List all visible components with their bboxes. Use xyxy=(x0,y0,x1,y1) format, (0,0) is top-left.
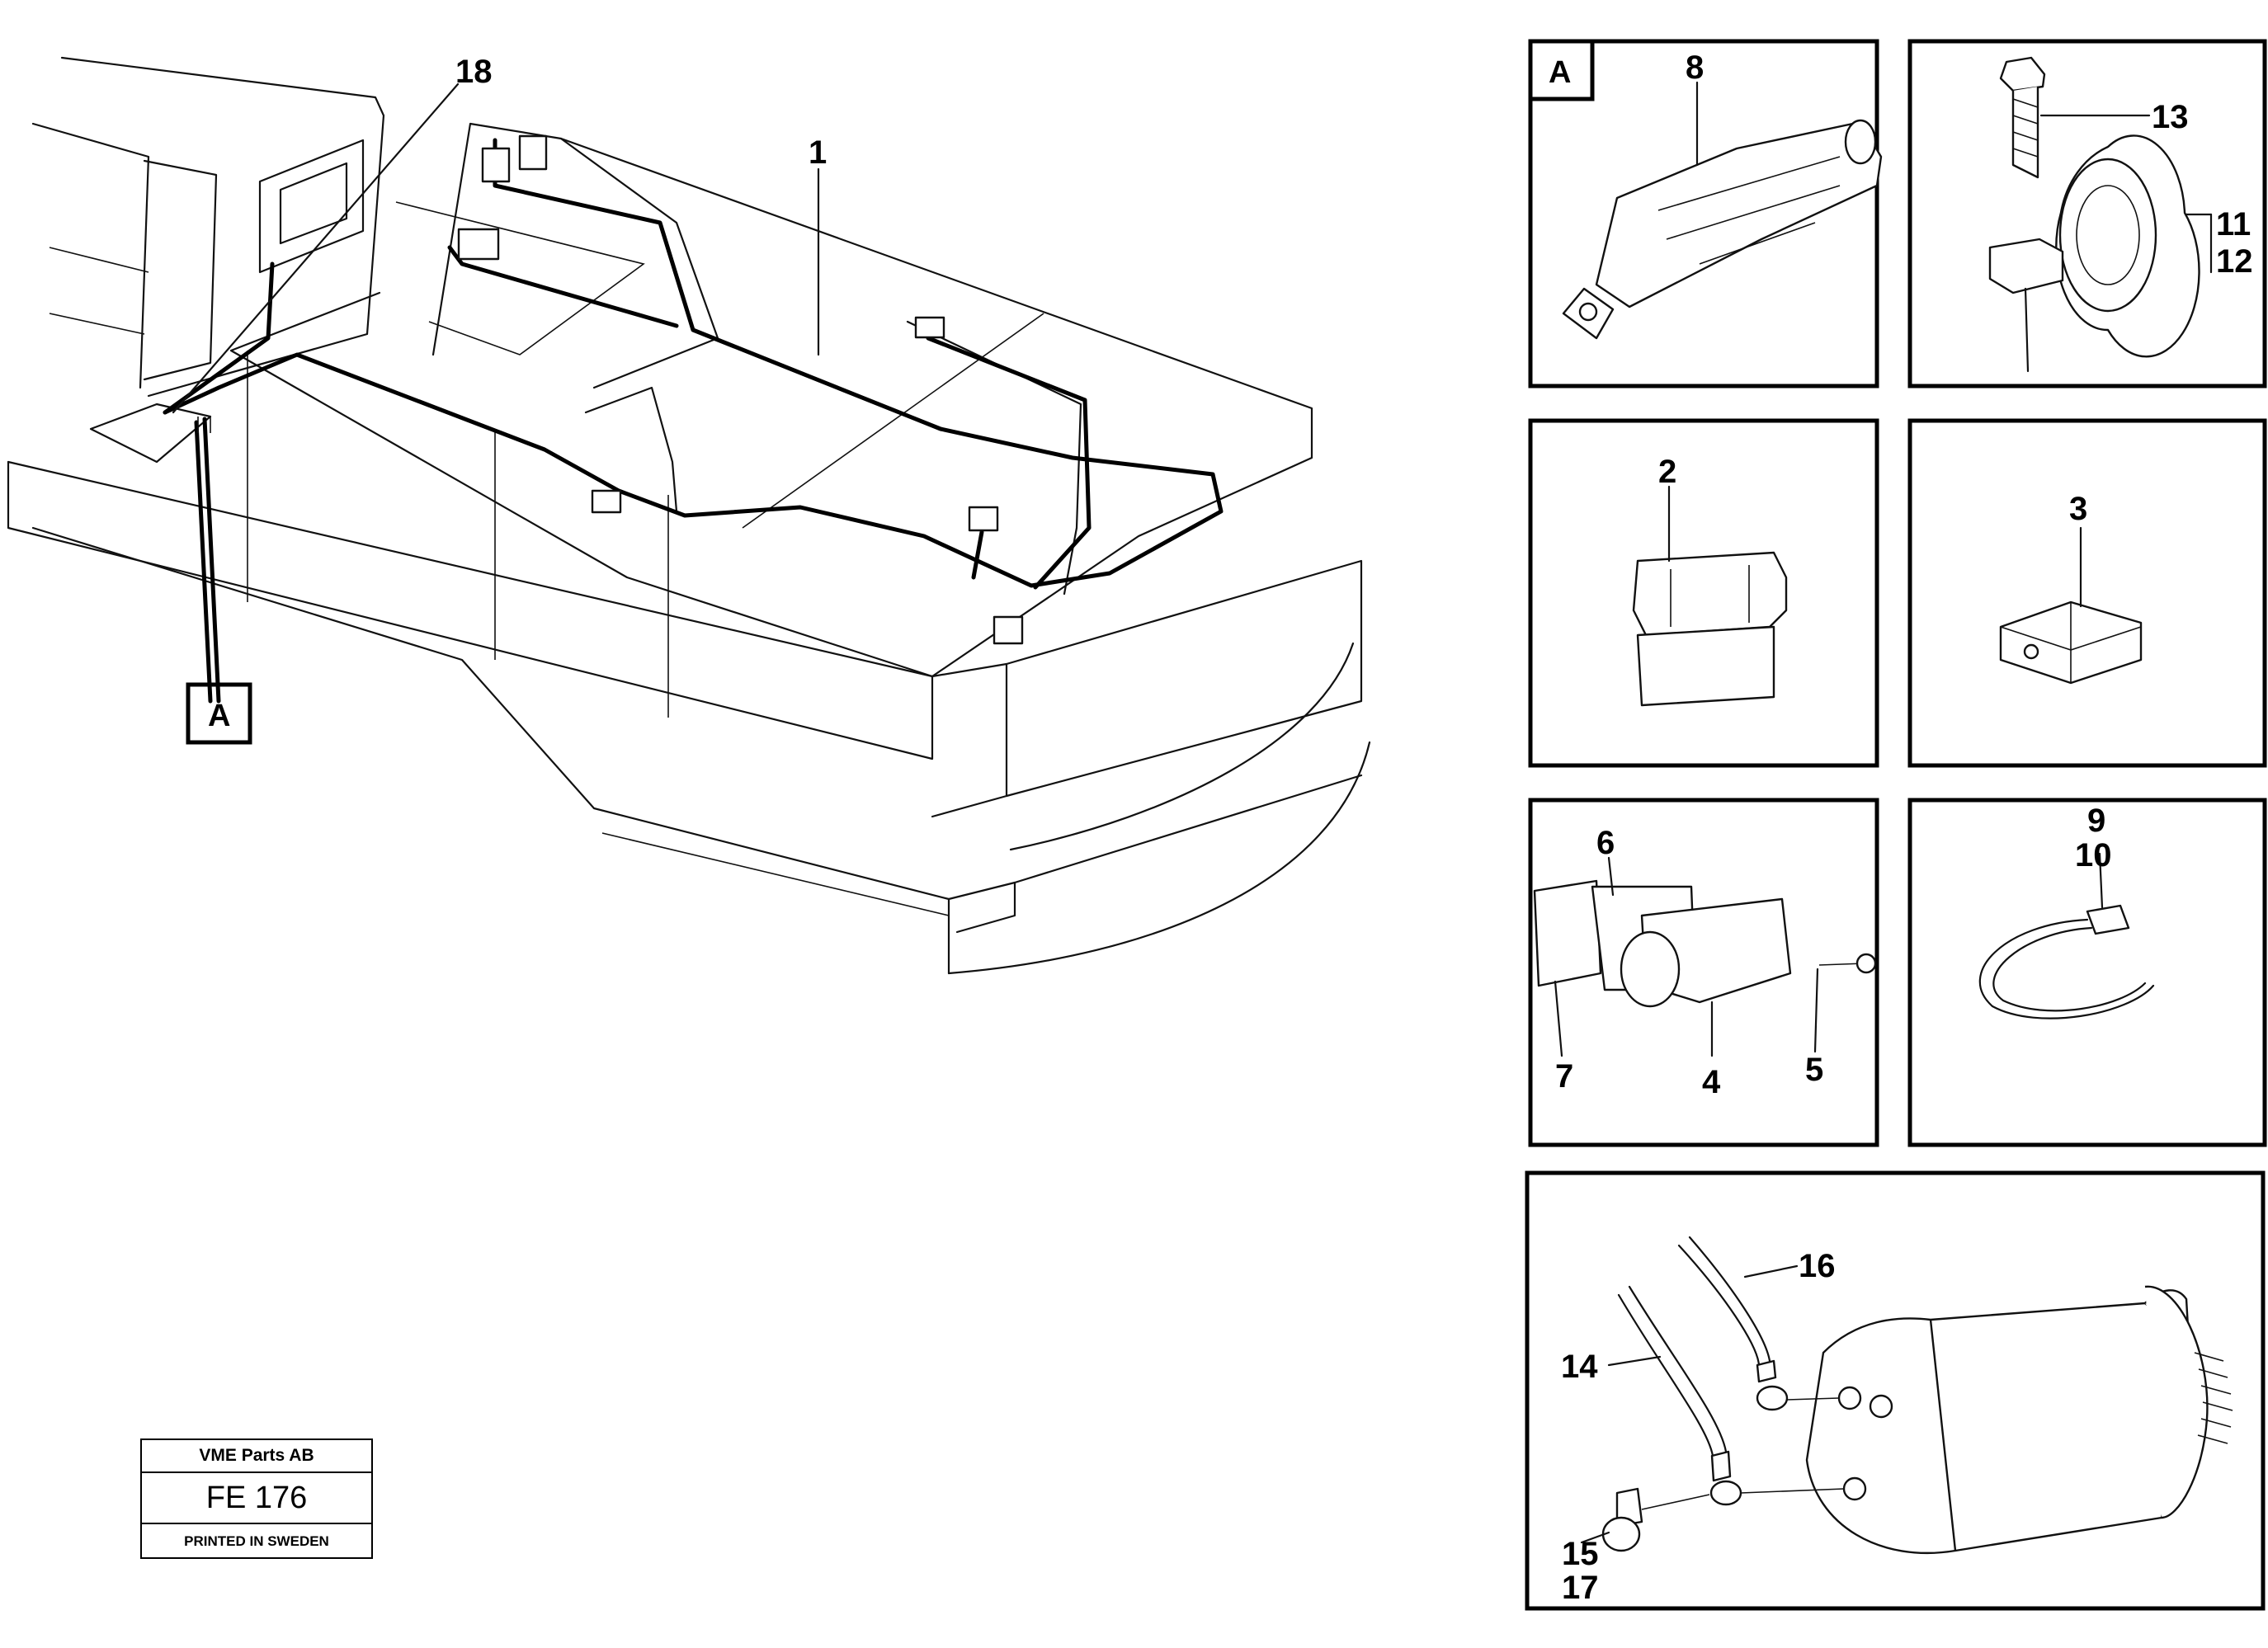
detail-holder-label-4: 4 xyxy=(1702,1064,1721,1100)
detail-connector-label-3: 3 xyxy=(2069,491,2087,527)
detail-a-ref-label: A xyxy=(1549,55,1571,90)
callout-1-label: 1 xyxy=(809,134,827,171)
detail-bracket-label-11: 11 xyxy=(2216,206,2251,242)
detail-strap-label-9: 9 xyxy=(2087,803,2105,839)
title-block-company: VME Parts AB xyxy=(142,1440,371,1473)
detail-holder-label-6: 6 xyxy=(1596,825,1615,861)
callout-harness: 1 xyxy=(809,134,827,356)
title-block-code: FE 176 xyxy=(142,1473,371,1524)
detail-holder-label-7: 7 xyxy=(1555,1058,1573,1095)
harness-connectors xyxy=(457,134,1024,645)
wiring-harness-1 xyxy=(163,138,1224,590)
callout-18-label: 18 xyxy=(455,54,493,90)
detail-panel-relay: 2 xyxy=(1528,418,1879,768)
detail-reference-a: A xyxy=(186,682,252,745)
ground-cable-to-detail-a xyxy=(194,417,221,704)
detail-strap-label-10: 10 xyxy=(2075,837,2112,873)
title-block-printed: PRINTED IN SWEDEN xyxy=(184,1533,329,1549)
detail-holder-label-5: 5 xyxy=(1805,1052,1823,1088)
detail-alternator-label-14: 14 xyxy=(1561,1349,1598,1385)
detail-relay-label-2: 2 xyxy=(1658,454,1676,490)
detail-panel-holder: 6 7 4 5 xyxy=(1528,798,1879,1147)
callout-ground-cable: 18 xyxy=(172,54,493,414)
detail-panel-a: A 8 xyxy=(1528,39,1883,388)
detail-alternator-label-15: 15 xyxy=(1562,1536,1599,1572)
detail-alternator-label-17: 17 xyxy=(1562,1570,1599,1606)
detail-a-label-8: 8 xyxy=(1686,49,1704,86)
detail-panel-connector: 3 xyxy=(1907,418,2267,768)
detail-alternator-label-16: 16 xyxy=(1799,1248,1836,1284)
detail-panel-strap: 9 10 xyxy=(1907,798,2267,1147)
detail-panel-bracket: 13 11 12 xyxy=(1907,39,2267,388)
detail-ref-a-label: A xyxy=(208,699,230,733)
machine-outline xyxy=(7,56,1371,975)
detail-panel-alternator: 16 14 15 17 xyxy=(1525,1170,2266,1611)
title-block: VME Parts AB FE 176 PRINTED IN SWEDEN xyxy=(140,1438,373,1559)
detail-bracket-label-13: 13 xyxy=(2152,99,2189,135)
detail-bracket-label-12: 12 xyxy=(2216,243,2253,280)
